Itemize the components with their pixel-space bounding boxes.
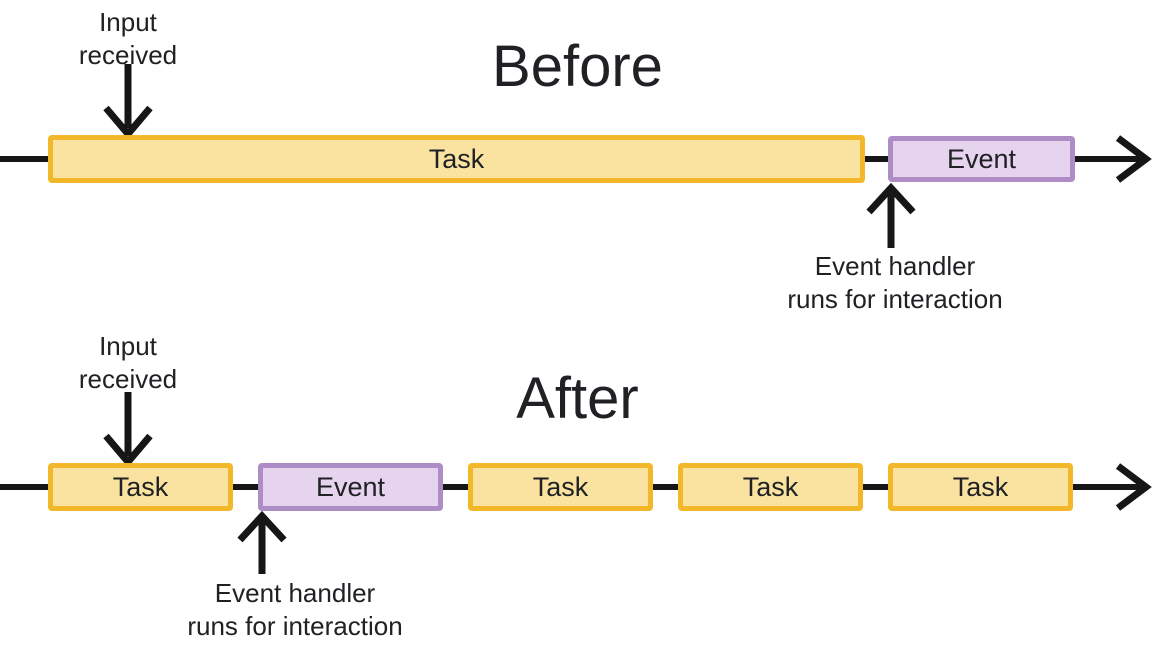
after-task-bar: Task	[48, 463, 233, 511]
before-input-down-arrow-icon	[103, 64, 153, 140]
after-task-bar-label: Task	[742, 471, 799, 502]
after-task-bar-label: Task	[112, 471, 169, 502]
before-event-bar-label: Event	[946, 143, 1017, 174]
before-event-handler-label: Event handler runs for interaction	[787, 251, 1003, 314]
before-event-bar: Event	[888, 136, 1075, 182]
after-event-bar: Event	[258, 463, 443, 511]
before-section-title: Before	[492, 34, 663, 99]
after-task-bar: Task	[678, 463, 863, 511]
after-section-title: After	[516, 366, 639, 431]
after-handler-up-arrow-icon	[237, 510, 287, 574]
after-input-received-label: Input received	[78, 331, 178, 394]
after-task-bar-label: Task	[532, 471, 589, 502]
after-input-down-arrow-icon	[103, 392, 153, 468]
after-event-bar-label: Event	[315, 471, 386, 502]
after-task-bar-label: Task	[952, 471, 1009, 502]
after-task-bar: Task	[888, 463, 1073, 511]
before-handler-up-arrow-icon	[866, 182, 916, 248]
before-input-received-label: Input received	[78, 7, 178, 70]
after-event-handler-label: Event handler runs for interaction	[187, 578, 403, 641]
before-task-bar: Task	[48, 135, 865, 183]
after-task-bar: Task	[468, 463, 653, 511]
before-task-bar-label: Task	[428, 143, 485, 174]
